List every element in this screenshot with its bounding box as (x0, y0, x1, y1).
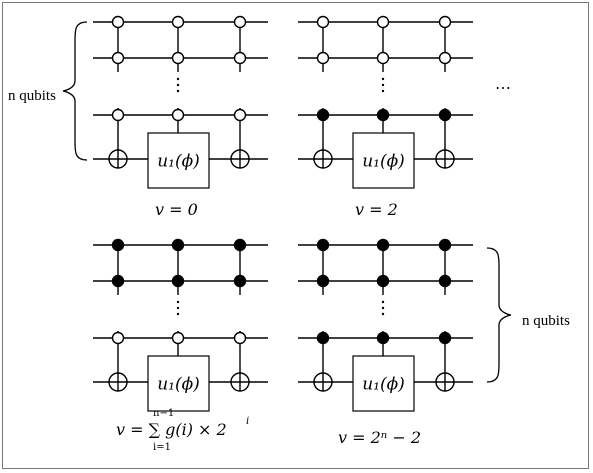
filled-control-dot (171, 274, 185, 288)
open-control-dot (171, 108, 185, 122)
open-control-dot (171, 51, 185, 65)
phase-gate-box (147, 355, 210, 412)
filled-control-dot (316, 238, 330, 252)
sum-exponent: i (246, 416, 250, 427)
filled-control-dot (316, 331, 330, 345)
left-brace-icon (62, 21, 88, 161)
vertical-ellipsis-dot (381, 89, 385, 93)
filled-control-dot (438, 238, 452, 252)
vertical-ellipsis-dot (176, 300, 180, 304)
open-control-dot (111, 15, 125, 29)
open-control-dot (233, 15, 247, 29)
filled-control-dot (376, 108, 390, 122)
open-control-dot (111, 108, 125, 122)
open-control-dot (316, 51, 330, 65)
vertical-ellipsis-dot (176, 83, 180, 87)
filled-control-dot (438, 274, 452, 288)
open-control-dot (233, 108, 247, 122)
filled-control-dot (233, 274, 247, 288)
open-control-dot (438, 15, 452, 29)
open-control-dot (438, 51, 452, 65)
open-control-dot (171, 15, 185, 29)
filled-control-dot (376, 331, 390, 345)
caption-vsum: n−1 v = ∑ g(i) × 2 i i=1 (116, 408, 286, 458)
vertical-ellipsis-dot (381, 312, 385, 316)
n-qubits-label-right: n qubits (522, 313, 570, 329)
vertical-ellipsis-dot (176, 312, 180, 316)
open-control-dot (111, 51, 125, 65)
filled-control-dot (376, 238, 390, 252)
filled-control-dot (316, 274, 330, 288)
caption-v0: v = 0 (155, 200, 198, 219)
vertical-ellipsis-dot (381, 300, 385, 304)
vertical-ellipsis-dot (176, 77, 180, 81)
open-control-dot (376, 15, 390, 29)
sum-expression: v = ∑ g(i) × 2 (116, 420, 227, 439)
open-control-dot (233, 331, 247, 345)
open-control-dot (376, 51, 390, 65)
vertical-ellipsis-dot (381, 77, 385, 81)
filled-control-dot (438, 331, 452, 345)
caption-v2: v = 2 (355, 200, 398, 219)
ellipsis-more-circuits: ⋯ (495, 78, 511, 97)
open-control-dot (233, 51, 247, 65)
filled-control-dot (111, 274, 125, 288)
phase-gate-label: u₁(ϕ) (157, 152, 200, 172)
right-brace-icon (486, 247, 512, 383)
phase-gate-label: u₁(ϕ) (362, 375, 405, 395)
vertical-ellipsis-dot (176, 89, 180, 93)
vertical-ellipsis-dot (381, 306, 385, 310)
open-control-dot (316, 15, 330, 29)
phase-gate-box (147, 132, 210, 189)
phase-gate-label: u₁(ϕ) (157, 375, 200, 395)
figure-border (2, 2, 589, 469)
phase-gate-label: u₁(ϕ) (362, 152, 405, 172)
phase-gate-box (352, 355, 415, 412)
vertical-ellipsis-dot (176, 306, 180, 310)
open-control-dot (171, 331, 185, 345)
caption-vmax: v = 2ⁿ − 2 (338, 428, 422, 447)
filled-control-dot (171, 238, 185, 252)
sum-upper-limit: n−1 (153, 408, 175, 419)
filled-control-dot (376, 274, 390, 288)
n-qubits-label-left: n qubits (8, 88, 56, 104)
open-control-dot (111, 331, 125, 345)
phase-gate-box (352, 132, 415, 189)
filled-control-dot (438, 108, 452, 122)
filled-control-dot (316, 108, 330, 122)
sum-lower-limit: i=1 (153, 442, 171, 453)
vertical-ellipsis-dot (381, 83, 385, 87)
filled-control-dot (233, 238, 247, 252)
filled-control-dot (111, 238, 125, 252)
